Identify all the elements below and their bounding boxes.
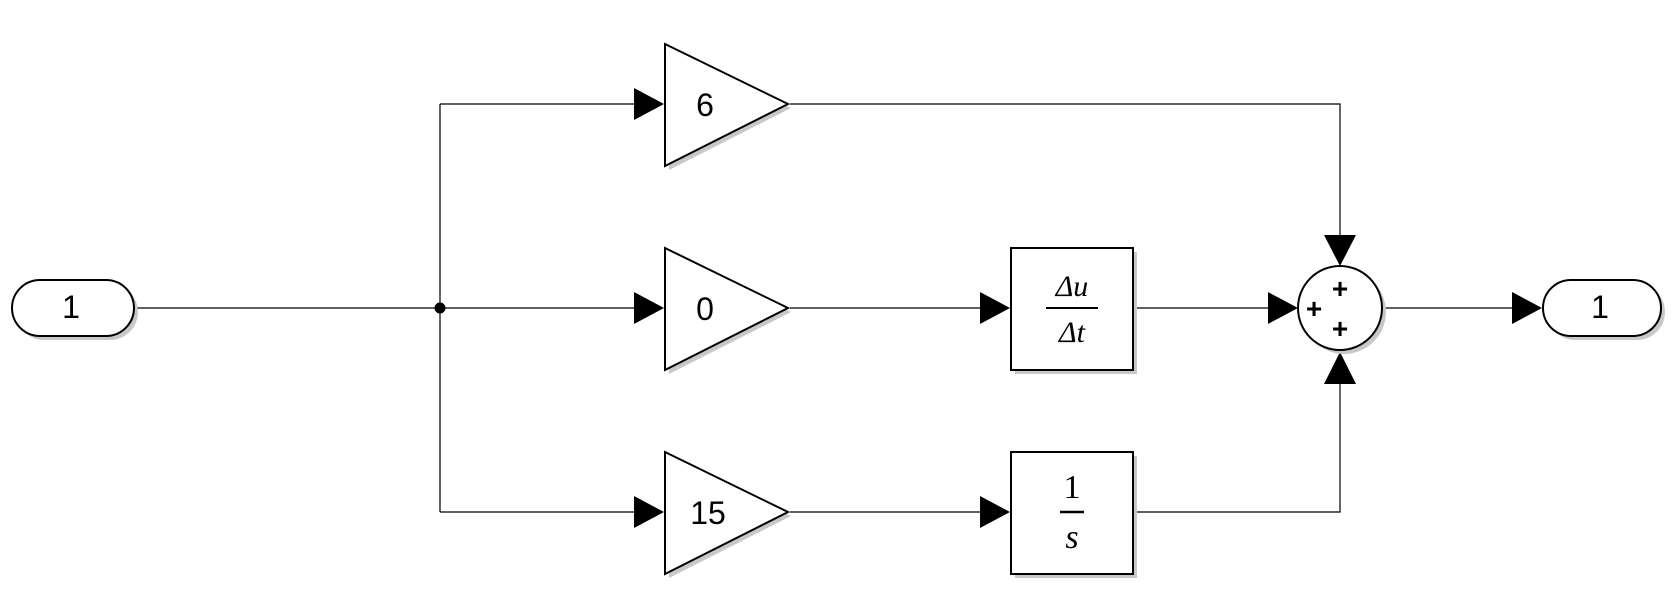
signal-lines <box>135 103 1512 513</box>
line-integrator-to-sum <box>1133 384 1341 513</box>
branch-point <box>434 302 446 314</box>
arrow-into-gain-p <box>634 88 664 120</box>
gain-integral-value: 15 <box>690 495 726 531</box>
arrow-into-integrator <box>980 496 1010 528</box>
derivative-block[interactable]: Δu Δt <box>1010 247 1137 374</box>
arrow-into-gain-d <box>634 292 664 324</box>
derivative-numerator: Δu <box>1055 270 1089 303</box>
arrow-into-derivative <box>980 292 1010 324</box>
integrator-denominator: s <box>1065 519 1078 556</box>
arrow-into-sum-bottom <box>1324 352 1356 384</box>
arrow-into-gain-i <box>634 496 664 528</box>
outport-block[interactable]: 1 <box>1542 279 1665 340</box>
derivative-denominator: Δt <box>1058 316 1086 349</box>
inport-label: 1 <box>62 289 80 325</box>
outport-label: 1 <box>1591 289 1609 325</box>
arrow-into-sum-left <box>1268 292 1298 324</box>
sum-sign-left: + <box>1306 293 1322 324</box>
gain-block-derivative[interactable]: 0 <box>664 246 791 374</box>
gain-derivative-value: 0 <box>696 291 714 327</box>
sum-sign-top: + <box>1332 273 1348 304</box>
gain-block-proportional[interactable]: 6 <box>664 42 791 170</box>
sum-sign-bottom: + <box>1332 313 1348 344</box>
gain-proportional-value: 6 <box>696 87 714 123</box>
arrow-into-outport <box>1512 292 1542 324</box>
inport-block[interactable]: 1 <box>11 279 138 340</box>
line-gain-p-to-sum <box>790 103 1341 238</box>
integrator-block[interactable]: 1 s <box>1010 451 1137 578</box>
sum-block[interactable]: + + + <box>1297 265 1386 354</box>
arrow-into-sum-top <box>1324 235 1356 266</box>
gain-block-integral[interactable]: 15 <box>664 450 791 578</box>
arrowheads <box>634 88 1542 528</box>
integrator-numerator: 1 <box>1064 469 1081 506</box>
